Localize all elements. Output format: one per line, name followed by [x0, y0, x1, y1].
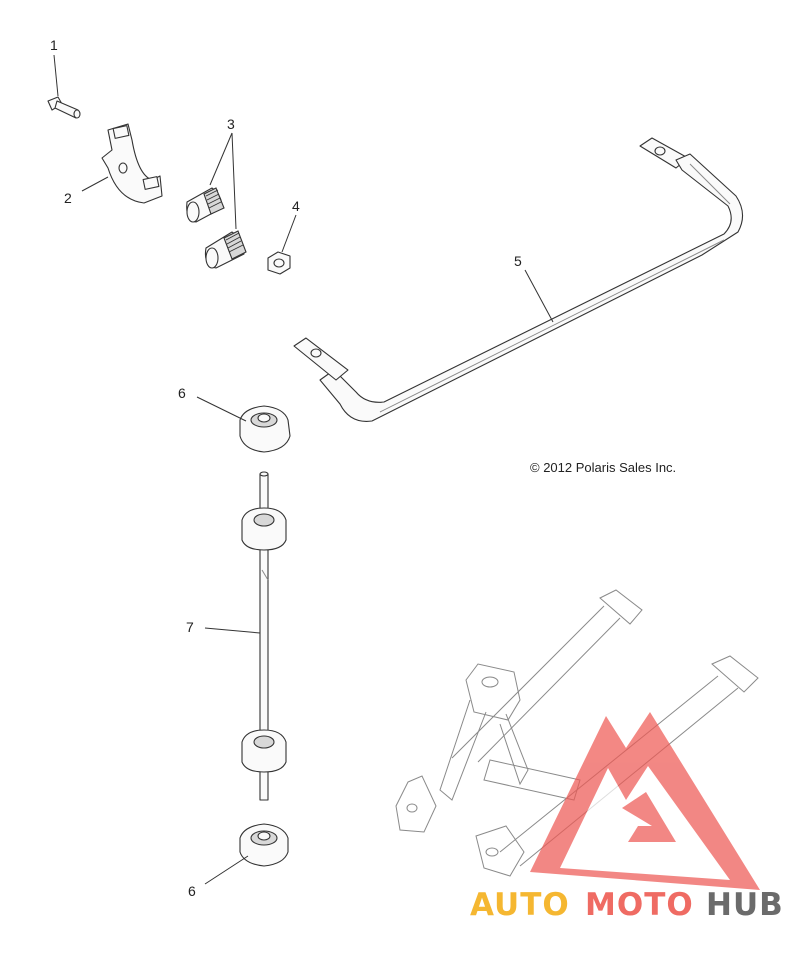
bracket-clamp-icon [101, 123, 163, 204]
callout-6-top: 6 [178, 385, 186, 401]
callout-5: 5 [514, 253, 522, 269]
stabilizer-bar-icon [293, 137, 744, 422]
callout-7: 7 [186, 619, 194, 635]
callout-6-bottom: 6 [188, 883, 196, 899]
callout-2: 2 [64, 190, 72, 206]
leader-6a [196, 396, 247, 422]
nut-icon [267, 251, 291, 275]
callout-1: 1 [50, 37, 58, 53]
leader-4 [281, 214, 297, 253]
bushing-icon [204, 230, 247, 269]
watermark-g-mark [622, 792, 676, 842]
callout-3: 3 [227, 116, 235, 132]
link-rod-icon [241, 471, 287, 801]
leader-3a [209, 132, 233, 186]
watermark-word-moto: MOTO [585, 887, 694, 923]
watermark-word-hub: HUB [706, 887, 784, 923]
leader-1 [53, 54, 59, 97]
rubber-grommet-icon [239, 823, 289, 867]
leader-6b [204, 855, 249, 885]
watermark-logo [530, 712, 760, 890]
copyright-notice: © 2012 Polaris Sales Inc. [530, 460, 676, 475]
leader-5 [524, 269, 554, 323]
bushing-icon [186, 187, 225, 223]
callout-4: 4 [292, 198, 300, 214]
bolt-icon [47, 96, 81, 119]
watermark-word-auto: AUTO [470, 887, 570, 923]
leader-3b [231, 132, 237, 230]
rubber-grommet-icon [239, 405, 291, 453]
leader-2 [81, 176, 109, 192]
watermark-triangle-inner [560, 766, 730, 880]
leader-7 [204, 627, 261, 634]
